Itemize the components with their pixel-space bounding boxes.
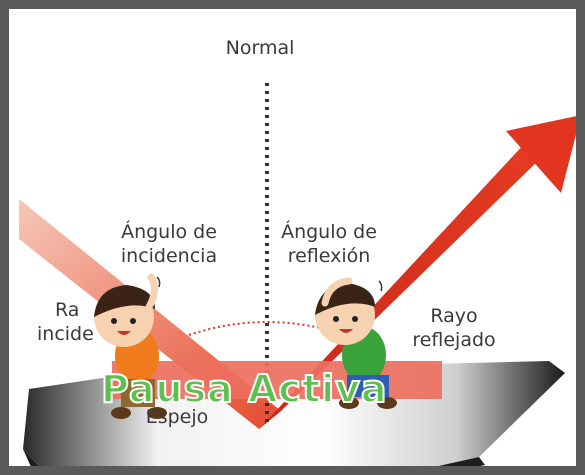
reflected-ray-arrowhead xyxy=(506,116,576,193)
angle-incidence-line2: incidencia xyxy=(120,245,218,267)
kid-left-illustration xyxy=(94,273,167,419)
normal-label: Normal xyxy=(225,37,295,59)
reflected-ray xyxy=(259,141,542,429)
reflected-ray-line2: reflejado xyxy=(412,329,496,351)
kid-right-illustration xyxy=(315,277,397,409)
pausa-activa-overlay-text: Pausa Activa xyxy=(100,366,388,412)
diagram-graphics xyxy=(19,83,576,466)
incident-ray-line2: incide xyxy=(37,323,94,345)
angle-incidence-line1: Ángulo de xyxy=(121,221,217,243)
mirror-label: Espejo xyxy=(145,406,209,428)
reflected-ray-line1: Rayo xyxy=(430,305,478,327)
incident-ray-line1: Ra xyxy=(55,299,80,321)
angle-reflection-line2: reflexión xyxy=(287,245,371,267)
angle-reflection-line1: Ángulo de xyxy=(281,221,377,243)
